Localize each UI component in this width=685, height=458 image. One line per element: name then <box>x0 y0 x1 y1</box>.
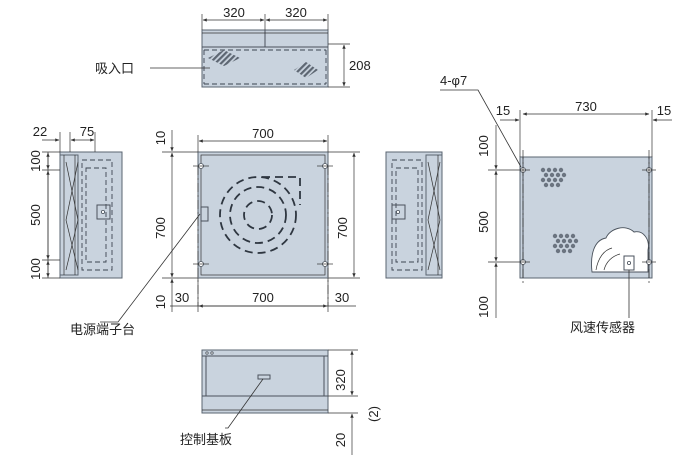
dim-left-500: 500 <box>28 204 43 226</box>
dim-rear-100-bot: 100 <box>476 296 491 318</box>
inlet-vent-left <box>208 50 240 66</box>
dim-rear-730: 730 <box>575 99 597 114</box>
dim-top-h: 208 <box>349 58 371 73</box>
dim-rear-15-right: 15 <box>657 103 671 118</box>
dim-bottom-20: 20 <box>333 433 348 447</box>
dim-front-30-right: 30 <box>335 290 349 305</box>
label-terminal-block: 电源端子台 <box>70 323 135 338</box>
label-inlet: 吸入口 <box>95 62 134 77</box>
dim-left-100b: 100 <box>28 258 43 280</box>
dim-rear-15-left: 15 <box>496 103 510 118</box>
inlet-vent-right <box>294 62 318 78</box>
right-side-view <box>385 151 443 279</box>
dim-front-700-right: 700 <box>335 217 350 239</box>
bottom-view: 320 20 (2) 控制基板 <box>180 349 381 455</box>
label-wind-sensor: 风速传感器 <box>570 320 635 336</box>
rear-view: 15 730 15 4-φ7 100 500 100 风速传感器 <box>440 73 672 336</box>
dim-left-22: 22 <box>33 124 47 139</box>
label-control-board: 控制基板 <box>180 433 232 448</box>
rear-vent-lower <box>552 233 579 254</box>
dim-left-75: 75 <box>80 124 94 139</box>
dim-front-10-top: 10 <box>153 131 168 145</box>
dim-rear-hole: 4-φ7 <box>440 73 467 88</box>
dim-left-100a: 100 <box>28 150 43 172</box>
dim-top-w1: 320 <box>223 5 245 20</box>
rear-vent-upper <box>540 167 567 188</box>
dim-rear-100-top: 100 <box>476 135 491 157</box>
front-view: 700 700 700 10 10 30 700 30 电源端子台 <box>70 126 360 338</box>
control-board-connector <box>257 374 271 380</box>
top-view: 320 320 208 吸入口 <box>95 5 371 88</box>
left-side-view: 22 75 100 500 100 <box>28 124 123 280</box>
dim-front-700-bot: 700 <box>252 290 274 305</box>
dim-front-10-bot: 10 <box>153 295 168 309</box>
dim-front-700-left: 700 <box>153 217 168 239</box>
dim-bottom-320: 320 <box>333 369 348 391</box>
terminal-block <box>200 206 209 222</box>
dim-front-30-left: 30 <box>175 290 189 305</box>
front-view-body <box>197 151 329 279</box>
dim-rear-500: 500 <box>476 211 491 233</box>
dim-front-700-top: 700 <box>252 126 274 141</box>
bottom-view-body <box>201 349 329 414</box>
dim-top-w2: 320 <box>285 5 307 20</box>
fan-scroll <box>219 176 297 254</box>
dim-bottom-note: (2) <box>366 406 381 422</box>
